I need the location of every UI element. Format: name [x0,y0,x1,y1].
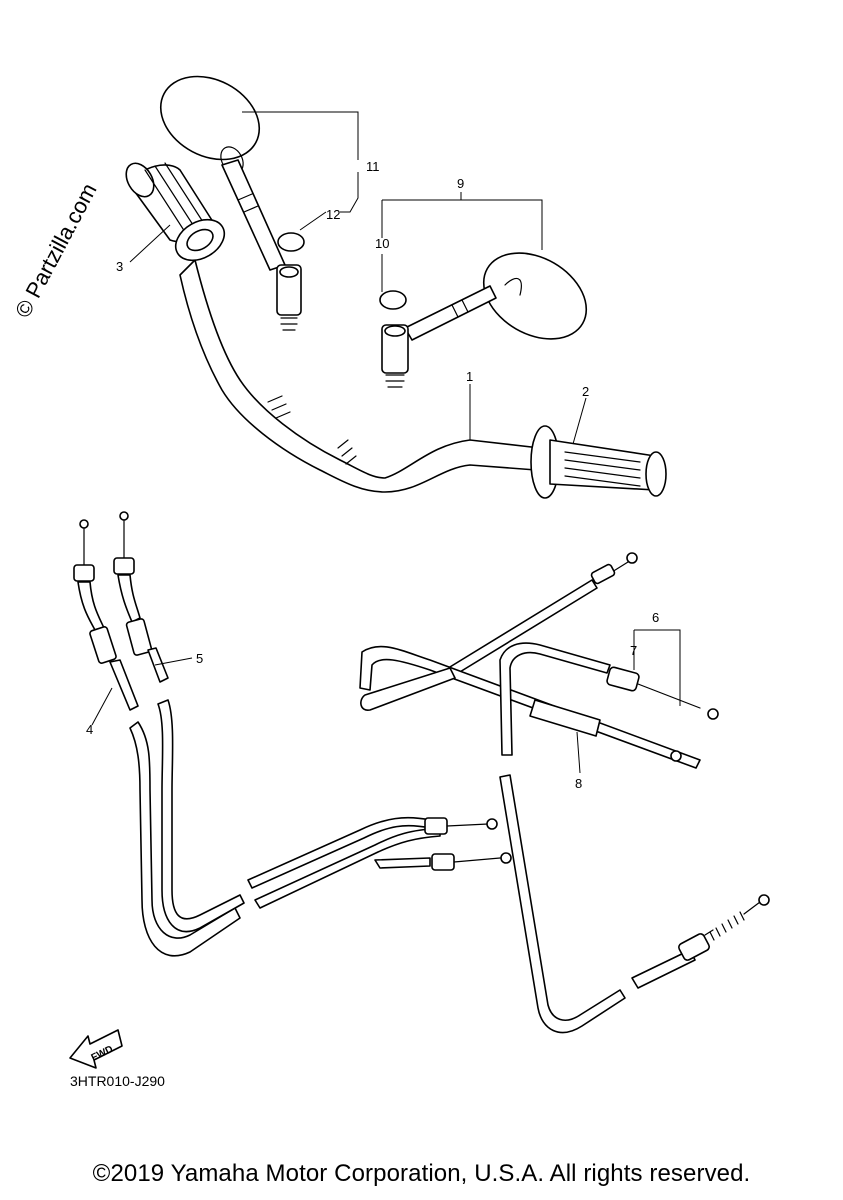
callout-labels: 1 2 3 4 5 6 7 8 9 10 11 12 [86,159,659,791]
leader-lines [91,111,681,774]
callout-6: 6 [652,610,659,625]
cap-10 [379,290,407,310]
cap-12 [277,232,305,252]
right-grip [530,425,667,499]
mirror-left [159,75,302,331]
copyright-notice: ©2019 Yamaha Motor Corporation, U.S.A. A… [92,1160,751,1187]
left-grip [125,162,226,262]
callout-9: 9 [457,176,464,191]
callout-2: 2 [582,384,589,399]
callout-1: 1 [466,369,473,384]
mirror-right [381,252,588,388]
diagram-code: 3HTR010-J290 [70,1073,165,1089]
handlebar [179,259,541,493]
callout-11: 11 [366,159,380,174]
callout-4: 4 [86,722,93,737]
callout-7: 7 [630,643,637,658]
callout-12: 12 [326,207,340,222]
callout-8: 8 [575,776,582,791]
fwd-arrow: FWD [69,1029,123,1069]
callout-3: 3 [116,259,123,274]
callout-10: 10 [375,236,389,251]
callout-5: 5 [196,651,203,666]
clutch-cables [359,552,770,1034]
throttle-cables [73,511,512,957]
